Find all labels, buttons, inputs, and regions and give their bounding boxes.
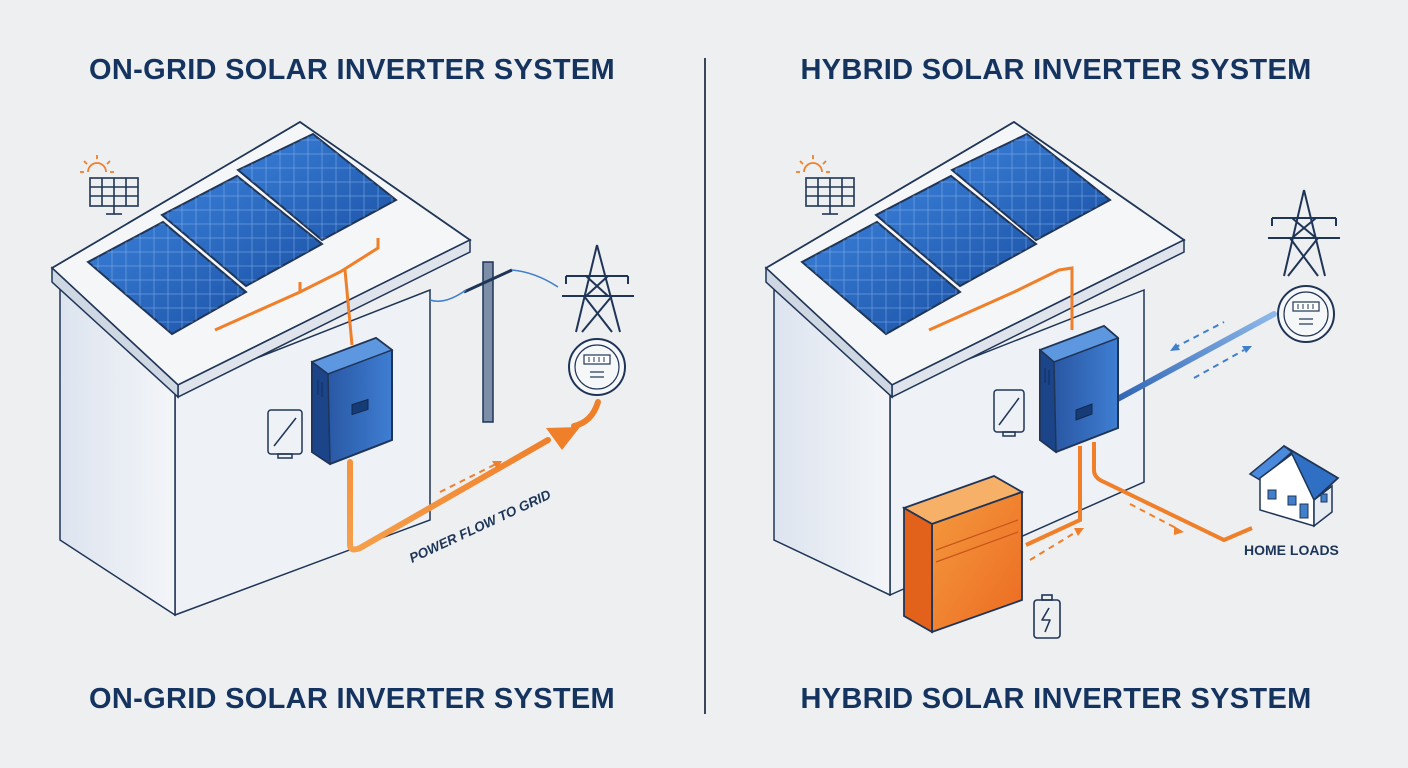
battery-icon [1033,594,1061,639]
solar-panel-2 [160,174,324,288]
sun-icon [796,155,830,173]
solar-panel-3 [236,132,398,242]
solar-panel-icon [805,177,855,215]
hybrid-diagram: HOME LOADS [764,120,1340,639]
hybrid-title: HYBRID SOLAR INVERTER SYSTEM [800,54,1312,86]
house-icon [1248,444,1340,528]
hybrid-inverter [1038,324,1120,454]
solar-panel-3 [950,132,1112,242]
solar-panel-icon [89,177,139,215]
hybrid-bottom-title: HYBRID SOLAR INVERTER SYSTEM [800,683,1312,715]
roof-solar-array [800,132,1112,336]
hybrid-panel: HYBRID SOLAR INVERTER SYSTEM [704,0,1408,768]
roof-solar-array [86,132,398,336]
on-grid-panel: ON-GRID SOLAR INVERTER SYSTEM [50,54,634,715]
solar-panel-2 [874,174,1038,288]
panel-divider [704,58,706,714]
electric-meter-icon [568,338,626,396]
electric-meter-icon [1277,285,1335,343]
inverter-outline-icon [993,389,1025,437]
transmission-tower-icon [1268,189,1340,277]
on-grid-diagram: POWER FLOW TO GRID [50,120,634,617]
on-grid-bottom-title: ON-GRID SOLAR INVERTER SYSTEM [89,683,615,715]
transmission-tower-icon [562,244,634,333]
on-grid-title: ON-GRID SOLAR INVERTER SYSTEM [89,54,615,86]
sun-icon [80,155,114,173]
inverter-outline-icon [267,409,303,459]
solar-panel-1 [86,220,248,336]
solar-panel-1 [800,220,962,336]
battery-storage [901,475,1025,634]
utility-pole-icon [429,261,559,423]
home-loads-label: HOME LOADS [1244,542,1339,558]
inverter [310,336,394,466]
